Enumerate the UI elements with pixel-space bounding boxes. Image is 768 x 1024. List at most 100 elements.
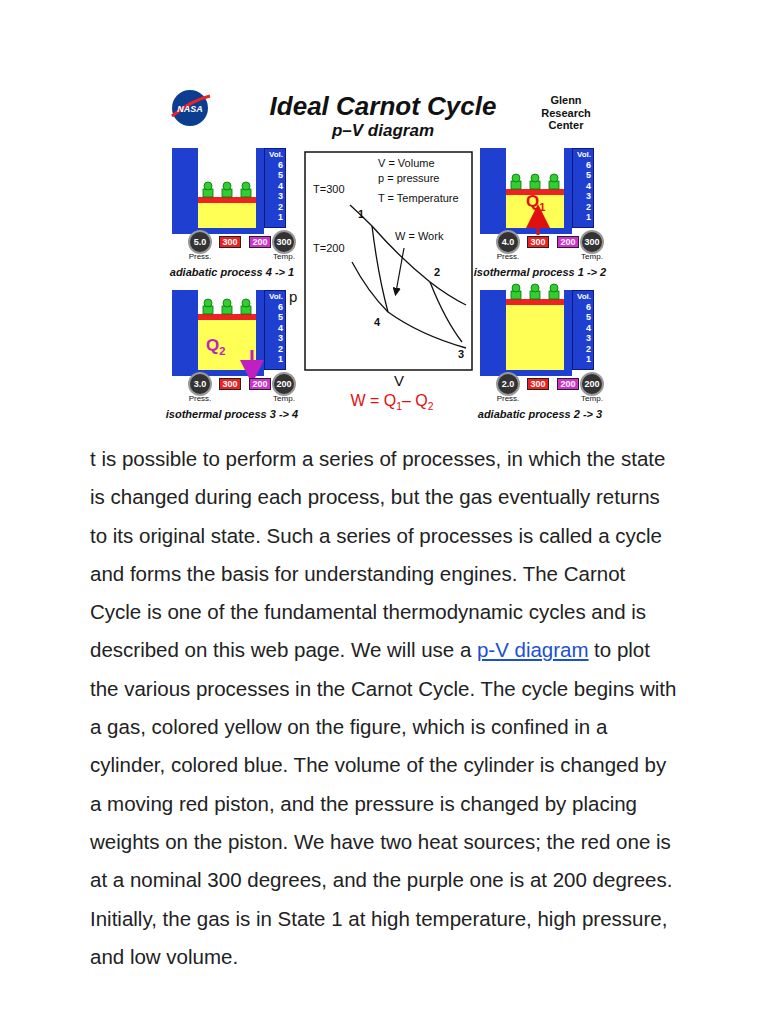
scale-number: 2 bbox=[278, 202, 283, 212]
heat-source: 200 bbox=[249, 236, 271, 248]
axis-label: p bbox=[289, 288, 297, 305]
center-name: Glenn Research Center bbox=[535, 94, 597, 132]
heat-source: 300 bbox=[219, 236, 241, 248]
pressure-gauge: 5.0Press. bbox=[188, 230, 212, 254]
gas bbox=[198, 203, 256, 228]
scale-number: 5 bbox=[278, 170, 283, 180]
gauge-caption: Press. bbox=[189, 395, 212, 403]
scale-number: 3 bbox=[586, 333, 591, 343]
work-formula: W = Q1– Q2 bbox=[350, 392, 433, 413]
state-number: 4 bbox=[374, 316, 380, 329]
text-run: Q bbox=[206, 336, 219, 355]
heat-in-label: Q1 bbox=[526, 192, 545, 214]
scale-number: 3 bbox=[278, 333, 283, 343]
heat-source: 200 bbox=[249, 378, 271, 390]
gauge-caption: Press. bbox=[497, 253, 520, 261]
subscript: 2 bbox=[219, 345, 225, 357]
gauge-value: 4.0 bbox=[502, 238, 515, 247]
scale-heading: Vol. bbox=[577, 150, 591, 160]
volume-scale: Vol.654321 bbox=[264, 290, 286, 370]
heat-value: 200 bbox=[252, 238, 267, 247]
text-run: to plot the various processes in the Car… bbox=[90, 638, 676, 967]
heat-value: 300 bbox=[530, 238, 545, 247]
axis-label: V bbox=[394, 372, 404, 389]
scale-number: 5 bbox=[586, 312, 591, 322]
gas bbox=[506, 305, 564, 370]
text-run: t is possible to perform a series of pro… bbox=[90, 447, 665, 661]
temperature-gauge: 200Temp. bbox=[272, 372, 296, 396]
heat-value: 200 bbox=[560, 380, 575, 389]
scale-number: 6 bbox=[278, 160, 283, 170]
gauge-value: 2.0 bbox=[502, 380, 515, 389]
diagram-title: Ideal Carnot Cycle bbox=[270, 92, 497, 122]
scale-number: 2 bbox=[586, 202, 591, 212]
gas bbox=[198, 320, 256, 370]
heat-source: 300 bbox=[527, 236, 549, 248]
gauge-caption: Press. bbox=[497, 395, 520, 403]
scale-number: 1 bbox=[586, 354, 591, 364]
isotherm-cold bbox=[352, 262, 466, 348]
scale-number: 5 bbox=[278, 312, 283, 322]
cylinder bbox=[480, 290, 572, 376]
gauge-value: 300 bbox=[276, 238, 291, 247]
adiabat bbox=[430, 282, 462, 342]
cylinder-panel bbox=[172, 148, 264, 234]
gauge-value: 300 bbox=[584, 238, 599, 247]
volume-scale: Vol.654321 bbox=[572, 148, 594, 228]
logo-swoosh bbox=[172, 96, 210, 116]
scale-number: 1 bbox=[278, 354, 283, 364]
state-number: 3 bbox=[458, 348, 464, 361]
gauge-caption: Temp. bbox=[581, 253, 603, 261]
heat-value: 300 bbox=[530, 380, 545, 389]
state-number: 1 bbox=[358, 208, 364, 221]
scale-number: 4 bbox=[278, 323, 283, 333]
process-label: isothermal process 3 -> 4 bbox=[166, 408, 298, 421]
pressure-gauge: 3.0Press. bbox=[188, 372, 212, 396]
weights bbox=[203, 182, 251, 197]
text-run: – Q bbox=[402, 392, 428, 409]
temperature-gauge: 300Temp. bbox=[580, 230, 604, 254]
subtitle: p–V diagram bbox=[332, 121, 434, 141]
subscript: 1 bbox=[539, 201, 545, 213]
process-label: adiabatic process 2 -> 3 bbox=[478, 408, 602, 421]
scale-number: 1 bbox=[586, 212, 591, 222]
scale-number: 4 bbox=[586, 323, 591, 333]
heat-value: 300 bbox=[222, 380, 237, 389]
pressure-gauge: 2.0Press. bbox=[496, 372, 520, 396]
cylinder bbox=[172, 290, 264, 376]
volume-scale: Vol.654321 bbox=[264, 148, 286, 228]
heat-arrow bbox=[537, 216, 540, 235]
heat-out-label: Q2 bbox=[206, 336, 225, 358]
key-text: T = Temperature bbox=[378, 192, 459, 205]
cylinder bbox=[172, 148, 264, 234]
scale-number: 4 bbox=[278, 181, 283, 191]
heat-source: 200 bbox=[557, 236, 579, 248]
cylinder-panel bbox=[172, 290, 264, 376]
state-number: 2 bbox=[434, 266, 440, 279]
heat-source: 300 bbox=[219, 378, 241, 390]
text-run: W = Q bbox=[350, 392, 396, 409]
work-pointer bbox=[396, 248, 404, 292]
scale-number: 3 bbox=[586, 191, 591, 201]
temperature-gauge: 200Temp. bbox=[580, 372, 604, 396]
subscript: 1 bbox=[396, 401, 402, 412]
gauge-value: 200 bbox=[276, 380, 291, 389]
gauge-value: 3.0 bbox=[194, 380, 207, 389]
heat-value: 300 bbox=[222, 238, 237, 247]
cylinder bbox=[480, 148, 572, 234]
weights bbox=[511, 174, 559, 189]
heat-source: 300 bbox=[527, 378, 549, 390]
adiabat bbox=[372, 226, 388, 312]
gauge-caption: Press. bbox=[189, 253, 212, 261]
isotherm-label: T=200 bbox=[313, 242, 345, 255]
nasa-logo bbox=[172, 90, 208, 126]
scale-number: 2 bbox=[586, 344, 591, 354]
process-label: isothermal process 1 -> 2 bbox=[474, 266, 606, 279]
text-run: Q bbox=[526, 192, 539, 211]
work-label: W = Work bbox=[395, 230, 443, 243]
gauge-caption: Temp. bbox=[273, 395, 295, 403]
gauge-caption: Temp. bbox=[273, 253, 295, 261]
scale-number: 3 bbox=[278, 191, 283, 201]
heat-value: 200 bbox=[560, 238, 575, 247]
scale-number: 6 bbox=[278, 302, 283, 312]
